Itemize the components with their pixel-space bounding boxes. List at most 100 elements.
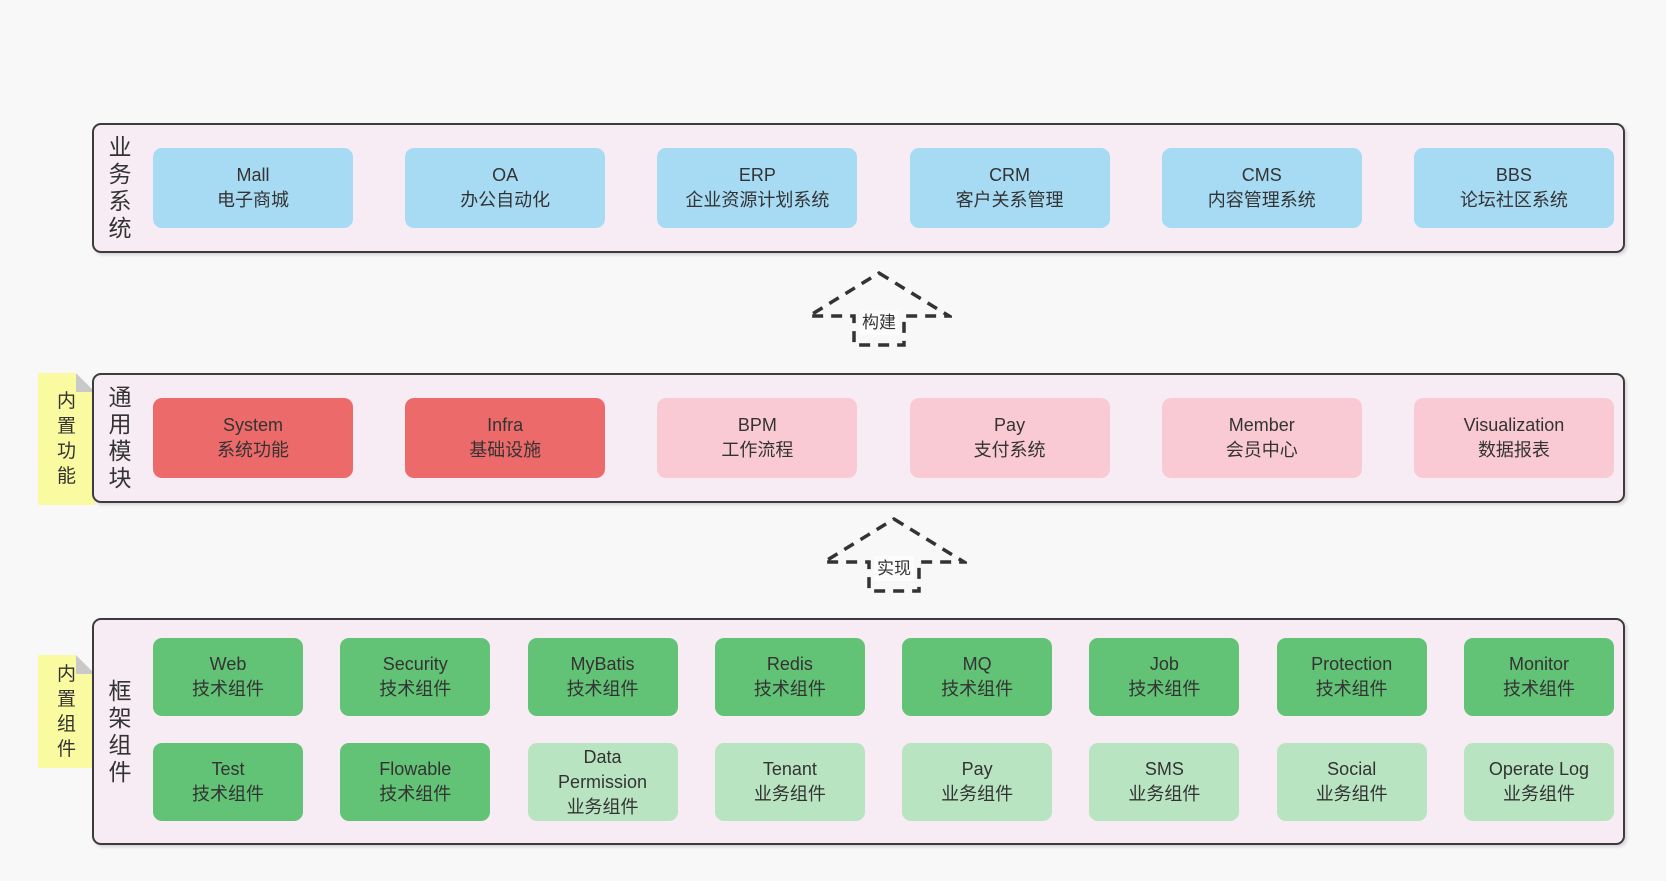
box-title: System: [222, 415, 283, 435]
box-subtitle: 内容管理系统: [1207, 190, 1316, 210]
box-subtitle: 系统功能: [217, 440, 289, 460]
module-box: MyBatis 技术组件: [527, 638, 678, 716]
module-box: Test 技术组件: [153, 743, 303, 821]
module-box: Mall 电子商城: [153, 148, 353, 228]
box-subtitle: 技术组件: [192, 679, 264, 699]
module-box: Monitor 技术组件: [1463, 638, 1614, 716]
box-title: Flowable: [379, 759, 452, 779]
box-title: Member: [1228, 415, 1295, 435]
module-box: Web 技术组件: [153, 638, 303, 716]
box-title: Protection: [1311, 654, 1393, 674]
box-subtitle: 会员中心: [1225, 440, 1298, 460]
sticky-note-builtin-features: 内置功能: [38, 373, 95, 505]
box-title: Infra: [487, 415, 524, 435]
box-subtitle: 业务组件: [566, 796, 639, 817]
module-box: BBS 论坛社区系统: [1413, 148, 1614, 228]
box-title: Web: [209, 654, 247, 674]
module-box: OA 办公自动化: [405, 148, 606, 228]
box-title: ERP: [738, 165, 776, 185]
box-row: System 系统功能 Infra 基础设施 BPM 工作流程 Pay 支付系统 Member 会…: [153, 398, 1614, 478]
box-title: Monitor: [1508, 654, 1569, 674]
box-subtitle: 工作流程: [721, 440, 794, 460]
sticky-note-builtin-components: 内置组件: [38, 655, 95, 768]
box-subtitle: 业务组件: [1315, 784, 1388, 804]
box-title: Tenant: [762, 759, 817, 779]
box-subtitle: 支付系统: [973, 440, 1046, 460]
box-title: CRM: [989, 165, 1031, 185]
box-subtitle: 技术组件: [379, 679, 452, 699]
box-title: Redis: [766, 654, 813, 674]
module-box: Redis 技术组件: [714, 638, 865, 716]
box-subtitle: 技术组件: [1315, 679, 1388, 699]
module-box: Member 会员中心: [1161, 398, 1362, 478]
dashed-up-arrow-implement: 实现: [821, 516, 967, 594]
box-subtitle: 技术组件: [566, 679, 639, 699]
layer-label: 业务系统: [108, 134, 132, 241]
box-subtitle: 技术组件: [379, 784, 452, 804]
box-subtitle: 基础设施: [469, 440, 542, 460]
module-box: Protection 技术组件: [1276, 638, 1427, 716]
arrow-label: 实现: [874, 556, 914, 581]
box-title: Test: [211, 759, 245, 779]
box-title: Operate Log: [1488, 759, 1589, 779]
module-box: Security 技术组件: [340, 638, 491, 716]
up-arrow-icon: [821, 516, 967, 593]
layer-label: 通用模块: [108, 384, 132, 491]
box-title: Mall: [236, 165, 270, 185]
box-subtitle: 电子商城: [217, 190, 289, 210]
module-box: Visualization 数据报表: [1413, 398, 1614, 478]
box-title: CMS: [1241, 165, 1282, 185]
box-title: BPM: [737, 415, 777, 435]
box-subtitle: 企业资源计划系统: [685, 190, 830, 210]
box-title: SMS: [1144, 759, 1184, 779]
module-box: CMS 内容管理系统: [1161, 148, 1362, 228]
module-box: BPM 工作流程: [657, 398, 858, 478]
box-title: Job: [1149, 654, 1179, 674]
module-box: Infra 基础设施: [405, 398, 606, 478]
module-box: Data Permission 业务组件: [527, 743, 678, 821]
box-subtitle: 论坛社区系统: [1459, 190, 1568, 210]
box-subtitle: 技术组件: [1128, 679, 1201, 699]
module-box: Tenant 业务组件: [714, 743, 865, 821]
module-box: Flowable 技术组件: [340, 743, 491, 821]
module-box: Social 业务组件: [1276, 743, 1427, 821]
layer-label: 框架组件: [108, 677, 132, 785]
box-title: BBS: [1495, 165, 1532, 185]
module-box: System 系统功能: [153, 398, 353, 478]
box-subtitle: 客户关系管理: [955, 190, 1064, 210]
box-title: Pay: [994, 415, 1026, 435]
layer-business-systems: 业务系统 Mall 电子商城 OA 办公自动化 ERP 企业资源计划系统 CRM 客户关系管理…: [92, 123, 1625, 253]
box-title: Visualization: [1463, 415, 1565, 435]
box-subtitle: 业务组件: [753, 784, 826, 804]
note-label: 内置组件: [56, 663, 76, 760]
box-row: Mall 电子商城 OA 办公自动化 ERP 企业资源计划系统 CRM 客户关系管理 CMS 内容…: [153, 148, 1614, 228]
box-title: OA: [492, 165, 519, 185]
box-subtitle: 技术组件: [192, 784, 264, 804]
module-box: Pay 支付系统: [909, 398, 1110, 478]
box-subtitle: 技术组件: [1502, 679, 1575, 699]
module-box: ERP 企业资源计划系统: [657, 148, 858, 228]
module-box: Job 技术组件: [1089, 638, 1240, 716]
layer-common-modules: 通用模块 System 系统功能 Infra 基础设施 BPM 工作流程 Pay 支付系统 Me…: [92, 373, 1625, 503]
box-title: MyBatis: [570, 654, 635, 674]
dashed-up-arrow-build: 构建: [806, 270, 952, 348]
box-subtitle: 办公自动化: [460, 190, 551, 210]
box-subtitle: 业务组件: [941, 784, 1014, 804]
module-box: CRM 客户关系管理: [909, 148, 1110, 228]
box-title: MQ: [962, 654, 992, 674]
box-title: Data Permission: [558, 746, 648, 792]
note-label: 内置功能: [56, 391, 76, 487]
box-subtitle: 数据报表: [1477, 440, 1550, 460]
arrow-label: 构建: [859, 310, 899, 335]
box-subtitle: 技术组件: [753, 679, 826, 699]
box-title: Security: [382, 654, 448, 674]
box-title: Social: [1327, 759, 1377, 779]
